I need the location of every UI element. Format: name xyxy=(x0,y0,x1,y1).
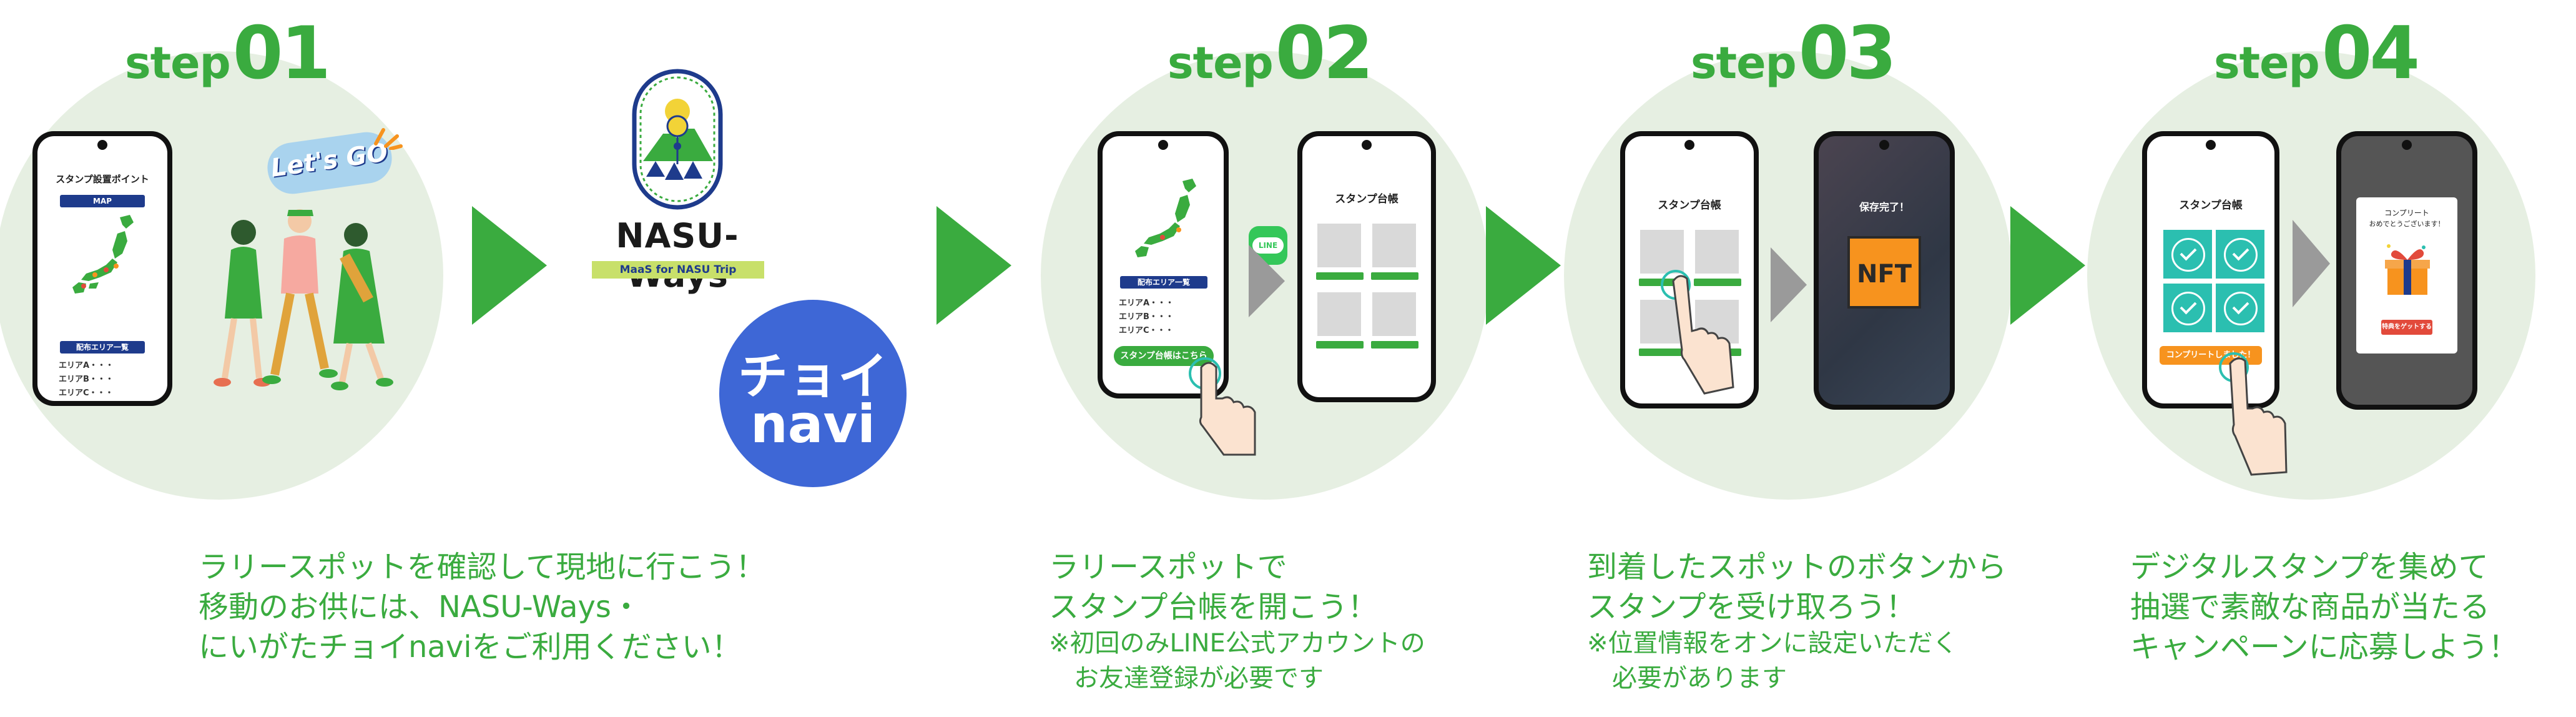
arrow-icon xyxy=(937,206,1011,325)
camera-notch xyxy=(1362,140,1372,150)
camera-notch xyxy=(1684,140,1694,150)
walking-people-illustration xyxy=(214,209,393,390)
area-item: エリアC・・・ xyxy=(1119,326,1174,335)
phone-screen: コンプリート おめでとうございます！ 特典をゲットする xyxy=(2341,136,2472,405)
stamp-slot xyxy=(1695,230,1739,274)
phone-screen: スタンプ台帳 コンプリートしました！ xyxy=(2147,136,2274,403)
step01-caption: ラリースポットを確認して現地に行こう！ 移動のお供には、NASU-Ways・ に… xyxy=(199,550,766,665)
area-item: エリアA・・・ xyxy=(1119,299,1174,308)
nft-card: NFT xyxy=(1847,236,1921,309)
stamp-book-title: スタンプ台帳 xyxy=(1335,193,1399,205)
tapping-hand-icon xyxy=(1661,270,1734,395)
stamp-get-button[interactable] xyxy=(1371,341,1418,349)
stamp-get-button[interactable] xyxy=(1316,341,1364,349)
choi-navi-logo: チョイ navi xyxy=(719,300,907,487)
tapping-hand-icon xyxy=(1189,357,1256,456)
nasu-ways-name: NASU-Ways xyxy=(616,216,739,295)
check-circle-icon xyxy=(2171,292,2205,325)
phone-screen: 保存完了！ NFT xyxy=(1819,136,1950,405)
area-list-header: 配布エリア一覧 xyxy=(60,341,145,354)
stamp-slot xyxy=(1317,224,1361,267)
get-reward-button[interactable]: 特典をゲットする xyxy=(2381,320,2432,335)
phone-screen: スタンプ台帳 xyxy=(1302,136,1431,397)
choi-navi-line2: navi xyxy=(750,393,876,455)
step02-heading: step02 xyxy=(1168,11,1374,96)
stamp-get-button[interactable] xyxy=(1371,272,1418,280)
gray-arrow-icon xyxy=(2293,220,2330,307)
area-item: エリアC・・・ xyxy=(59,388,114,398)
step01-word: step xyxy=(125,37,231,89)
step02-phone-a: 配布エリア一覧 エリアA・・・ エリアB・・・ エリアC・・・ スタンプ台帳はこ… xyxy=(1098,131,1229,398)
step01-number: 01 xyxy=(232,11,331,96)
complete-title: コンプリート xyxy=(2384,209,2429,217)
step01-phone: スタンプ設置ポイント MAP 配布エリア一覧 エリアA・・・ エリアB・・・ エ… xyxy=(32,131,172,406)
nasu-ways-emblem-icon xyxy=(632,69,723,210)
stamp-slot xyxy=(1372,224,1416,267)
camera-notch xyxy=(1158,140,1168,150)
tapping-hand-icon xyxy=(2219,352,2288,476)
step03-heading: step03 xyxy=(1691,11,1897,96)
area-list-header: 配布エリア一覧 xyxy=(1120,276,1207,289)
complete-dialog: コンプリート おめでとうございます！ 特典をゲットする xyxy=(2356,197,2457,354)
step02-note: ※初回のみLINE公式アカウントの お友達登録が必要です xyxy=(1049,629,1425,693)
step04-caption: デジタルスタンプを集めて 抽選で素敵な商品が当たる キャンペーンに応募しよう！ xyxy=(2130,550,2519,665)
sparkle-icon xyxy=(374,128,403,150)
camera-notch xyxy=(2402,140,2412,150)
completed-stamp xyxy=(2216,230,2264,279)
gray-arrow-icon xyxy=(1249,245,1285,317)
camera-notch xyxy=(2206,140,2216,150)
step04-phone-b: コンプリート おめでとうございます！ 特典をゲットする xyxy=(2336,131,2477,410)
stamp-book-title: スタンプ台帳 xyxy=(2179,199,2243,212)
step02-phone-b: スタンプ台帳 xyxy=(1297,131,1436,402)
stamp-slot xyxy=(1317,292,1361,336)
step04-number: 04 xyxy=(2321,11,2420,96)
phone-screen: 配布エリア一覧 エリアA・・・ エリアB・・・ エリアC・・・ スタンプ台帳はこ… xyxy=(1103,136,1224,393)
stamp-book-title: スタンプ台帳 xyxy=(1658,199,1721,212)
japan-map-icon xyxy=(1135,179,1196,257)
map-label: MAP xyxy=(60,195,145,207)
arrow-icon xyxy=(2010,206,2085,325)
step02-number: 02 xyxy=(1275,11,1374,96)
step04-word: step xyxy=(2214,37,2320,89)
step01-heading: step01 xyxy=(125,11,331,96)
nft-label: NFT xyxy=(1856,260,1912,289)
step03-caption: 到着したスポットのボタンから スタンプを受け取ろう！ xyxy=(1587,550,2007,625)
step03-phone-b: 保存完了！ NFT xyxy=(1814,131,1955,410)
saved-message: 保存完了！ xyxy=(1859,201,1909,213)
step02-caption: ラリースポットで スタンプ台帳を開こう！ xyxy=(1049,550,1378,625)
check-circle-icon xyxy=(2224,292,2258,325)
area-item: エリアA・・・ xyxy=(59,361,114,370)
stamp-slot xyxy=(1640,230,1684,274)
phone-screen: スタンプ設置ポイント MAP 配布エリア一覧 エリアA・・・ エリアB・・・ エ… xyxy=(37,136,167,401)
congrats-text: おめでとうございます！ xyxy=(2369,220,2445,228)
step04-heading: step04 xyxy=(2214,11,2420,96)
choi-navi-line1: チョイ xyxy=(738,347,888,405)
stamp-get-button[interactable] xyxy=(1639,349,1686,356)
stamp-get-button[interactable] xyxy=(1694,279,1741,286)
completed-stamp xyxy=(2163,230,2212,279)
completed-stamp xyxy=(2216,284,2264,332)
area-item: エリアB・・・ xyxy=(59,375,114,384)
stamp-slot xyxy=(1372,292,1416,336)
area-item: エリアB・・・ xyxy=(1119,312,1174,322)
arrow-icon xyxy=(472,206,547,325)
step03-note: ※位置情報をオンに設定いただく 必要があります xyxy=(1587,629,1958,693)
step04-phone-a: スタンプ台帳 コンプリートしました！ xyxy=(2142,131,2279,408)
completed-stamp xyxy=(2163,284,2212,332)
stamp-get-button[interactable] xyxy=(1316,272,1364,280)
arrow-icon xyxy=(1486,206,1561,325)
japan-map-icon xyxy=(72,215,134,294)
check-circle-icon xyxy=(2171,238,2205,272)
step03-word: step xyxy=(1691,37,1797,89)
step03-number: 03 xyxy=(1798,11,1897,96)
gray-arrow-icon xyxy=(1771,247,1807,322)
check-circle-icon xyxy=(2224,238,2258,272)
phone-screen-title: スタンプ設置ポイント xyxy=(56,174,149,185)
camera-notch xyxy=(1879,140,1889,150)
camera-notch xyxy=(97,140,107,150)
nasu-ways-tagline: MaaS for NASU Trip xyxy=(592,261,764,279)
open-stamp-book-button[interactable]: スタンプ台帳はこちら xyxy=(1114,346,1214,366)
gift-box-icon xyxy=(2385,244,2430,295)
step02-word: step xyxy=(1168,37,1274,89)
